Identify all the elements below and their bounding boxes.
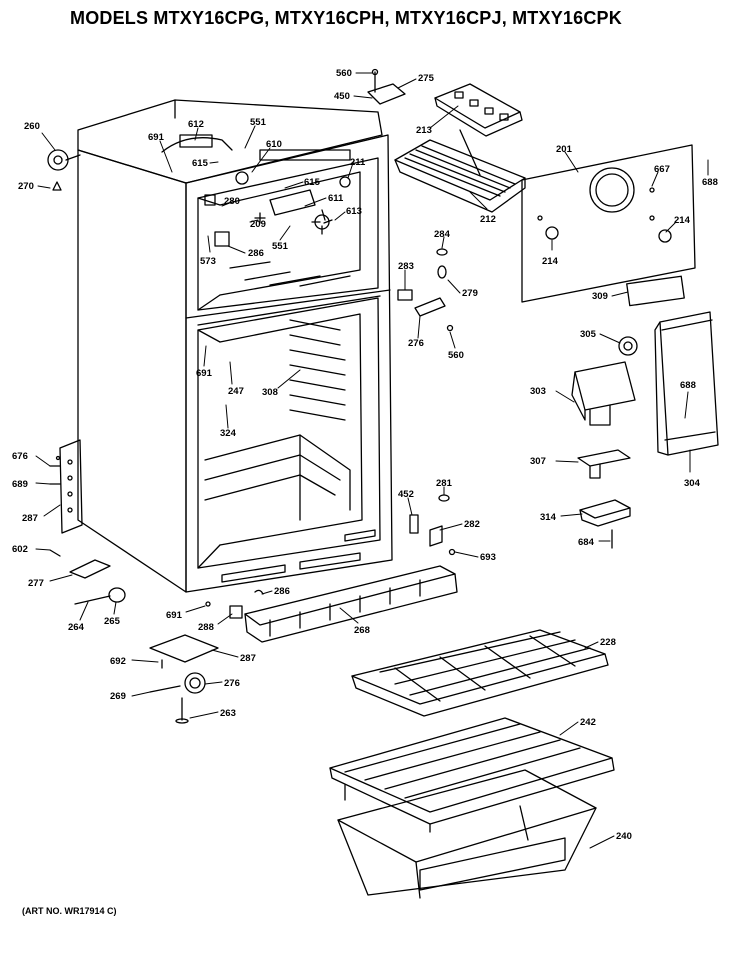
- left-side-parts: [47, 149, 264, 724]
- tray-314: [579, 499, 631, 527]
- freezer-fan-assembly: [161, 134, 351, 247]
- callout-304: 304: [684, 478, 701, 489]
- callout-613: 613: [346, 206, 362, 217]
- mid-small-parts: [397, 248, 456, 556]
- callout-303: 303: [530, 386, 546, 397]
- refrigerator-cabinet: [55, 99, 393, 593]
- callout-615: 615: [304, 177, 321, 188]
- callout-260: 260: [24, 121, 40, 132]
- callout-283: 283: [398, 261, 414, 272]
- top-hinge: [367, 68, 406, 105]
- callout-309: 309: [592, 291, 608, 302]
- evaporator-cover-panel: [521, 144, 696, 303]
- callout-691: 691: [196, 368, 213, 379]
- callout-684: 684: [578, 537, 595, 548]
- callout-692: 692: [110, 656, 126, 667]
- callout-264: 264: [68, 622, 85, 633]
- callout-270: 270: [18, 181, 34, 192]
- callout-688: 688: [680, 380, 696, 391]
- callout-213: 213: [416, 125, 432, 136]
- callout-667: 667: [654, 164, 670, 175]
- callout-560: 560: [448, 350, 464, 361]
- callout-287: 287: [22, 513, 38, 524]
- callout-691: 691: [166, 610, 183, 621]
- knob-305: [618, 336, 638, 356]
- callout-275: 275: [418, 73, 435, 84]
- callout-211: 211: [350, 157, 366, 168]
- control-housing-303: [571, 361, 636, 426]
- callout-689: 689: [12, 479, 28, 490]
- callout-201: 201: [556, 144, 573, 155]
- callout-305: 305: [580, 329, 597, 340]
- callout-308: 308: [262, 387, 278, 398]
- callout-287: 287: [240, 653, 256, 664]
- callout-602: 602: [12, 544, 28, 555]
- callout-688: 688: [702, 177, 718, 188]
- callout-286: 286: [248, 248, 264, 259]
- callout-277: 277: [28, 578, 44, 589]
- callout-281: 281: [436, 478, 453, 489]
- callout-452: 452: [398, 489, 414, 500]
- callout-551: 551: [250, 117, 267, 128]
- callout-276: 276: [408, 338, 424, 349]
- callout-240: 240: [616, 831, 632, 842]
- callout-269: 269: [110, 691, 126, 702]
- callout-280: 280: [224, 196, 240, 207]
- callout-611: 611: [328, 193, 344, 204]
- callout-286: 286: [274, 586, 290, 597]
- callout-279: 279: [462, 288, 478, 299]
- callout-228: 228: [600, 637, 616, 648]
- wire-shelf: [351, 629, 609, 717]
- callout-314: 314: [540, 512, 557, 523]
- callout-265: 265: [104, 616, 121, 627]
- callout-288: 288: [198, 622, 214, 633]
- callout-610: 610: [266, 139, 282, 150]
- callout-676: 676: [12, 451, 28, 462]
- callout-615: 615: [192, 158, 209, 169]
- callout-307: 307: [530, 456, 546, 467]
- callout-282: 282: [464, 519, 480, 530]
- callout-214: 214: [542, 256, 559, 267]
- base-grille: [244, 565, 458, 643]
- callout-leader-lines: [35, 72, 709, 849]
- callout-labels: 560 275 450 213 260 270 691 612 551 615 …: [12, 68, 718, 842]
- crisper-cover: [329, 717, 615, 833]
- bracket-307: [577, 449, 631, 479]
- callout-263: 263: [220, 708, 236, 719]
- callout-551: 551: [272, 241, 289, 252]
- callout-209: 209: [250, 219, 266, 230]
- control-cover-304: [654, 311, 719, 456]
- art-number: (ART NO. WR17914 C): [22, 906, 117, 916]
- callout-247: 247: [228, 386, 244, 397]
- diagram-title: MODELS MTXY16CPG, MTXY16CPH, MTXY16CPJ, …: [70, 8, 622, 28]
- freezer-shelf: [394, 129, 526, 213]
- callout-284: 284: [434, 229, 451, 240]
- callout-242: 242: [580, 717, 596, 728]
- callout-450: 450: [334, 91, 350, 102]
- crisper-drawer: [337, 769, 597, 899]
- label-309: [626, 275, 685, 307]
- callout-560: 560: [336, 68, 352, 79]
- callout-212: 212: [480, 214, 496, 225]
- callout-214: 214: [674, 215, 691, 226]
- callout-693: 693: [480, 552, 496, 563]
- callout-268: 268: [354, 625, 370, 636]
- callout-612: 612: [188, 119, 204, 130]
- callout-276: 276: [224, 678, 240, 689]
- ice-tray: [434, 83, 523, 137]
- callout-573: 573: [200, 256, 216, 267]
- callout-691: 691: [148, 132, 165, 143]
- callout-324: 324: [220, 428, 237, 439]
